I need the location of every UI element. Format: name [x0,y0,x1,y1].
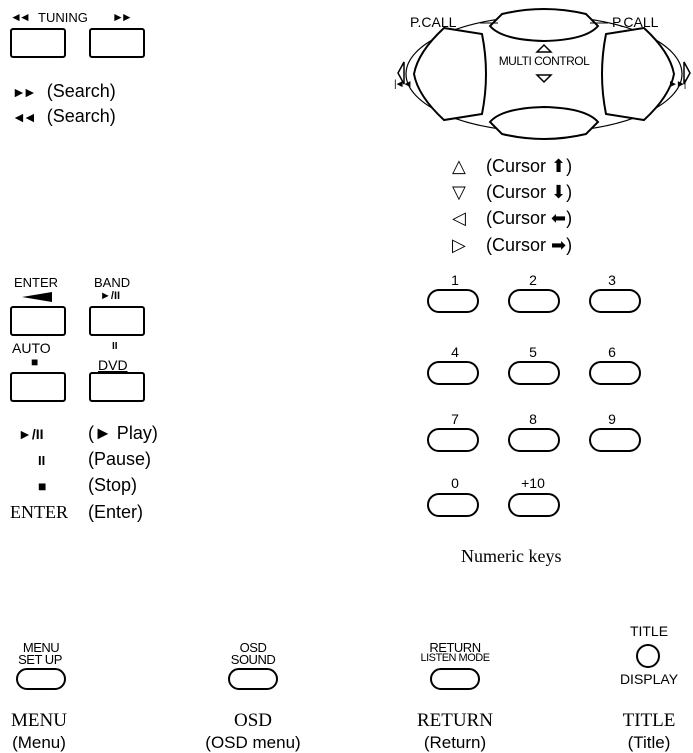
left-triangle-icon: ◁ [452,208,466,228]
tuning-label: TUNING [38,10,88,25]
sound-label: SOUND [230,652,276,667]
key-label: 2 [529,272,537,288]
numeric-key-7[interactable] [427,428,479,452]
osd-top-label: OSD [239,640,267,655]
legend-text: (Search) [46,81,116,101]
key-label: 5 [529,344,537,360]
band-button[interactable] [89,306,145,336]
skip-forward-icon: ►►| [668,79,686,90]
menu-button[interactable] [16,668,66,690]
numeric-key-4[interactable] [427,361,479,385]
outer-right-arrow-icon [683,61,691,85]
cursor-right-button[interactable] [601,26,676,122]
tuning-down-button[interactable] [10,28,66,58]
osd-caption: OSD (OSD menu) [205,710,301,752]
play-pause-icon: ►/II [100,290,121,302]
return-top-label: RETURN [429,640,481,655]
numeric-key-plus10[interactable] [508,493,560,517]
stop-icon: ■ [38,478,47,494]
pcall-left-label: P.CALL [410,14,457,30]
menu-caption: MENU (Menu) [11,710,67,752]
arrow-right-icon: ➡ [551,235,567,255]
outer-left-arrow-icon [397,61,405,85]
key-label: +10 [521,475,545,491]
numeric-keys-caption: Numeric keys [461,546,562,566]
title-top-label: TITLE [629,623,669,639]
rewind-icon: ◄◄ [10,10,31,24]
legend-cursor-down: ▽(Cursor ⬇) [452,182,573,202]
dvd-label: DVD [98,357,128,373]
title-caption: TITLE (Title) [622,710,676,752]
return-button[interactable] [430,668,480,690]
listen-mode-label: LISTEN MODE [420,652,490,664]
fast-forward-icon: ►► [12,84,37,100]
tuning-up-button[interactable] [89,28,145,58]
arrow-left-icon: ⬅ [551,208,567,228]
key-label: 0 [451,475,459,491]
multi-control-pad [397,8,691,140]
numeric-key-8[interactable] [508,428,560,452]
fast-forward-icon: ►► [112,10,133,24]
legend-text: (Search) [46,106,116,126]
key-label: 8 [529,411,537,427]
numeric-key-9[interactable] [589,428,641,452]
enter-button[interactable] [10,306,66,336]
right-triangle-icon: ▷ [452,235,466,255]
legend-cursor-left: ◁(Cursor ⬅) [452,208,573,228]
numeric-key-2[interactable] [508,289,560,313]
cursor-left-button[interactable] [412,26,487,122]
rewind-icon: ◄◄ [12,109,37,125]
legend-pause: II(Pause) [38,449,152,469]
enter-text: ENTER [10,502,68,522]
key-label: 4 [451,344,459,360]
enter-label: ENTER [14,275,59,290]
key-label: 9 [608,411,616,427]
setup-label: SET UP [18,652,62,667]
key-label: 3 [608,272,616,288]
pause-icon: II [38,453,46,468]
arrow-up-icon: ⬆ [551,156,567,176]
play-pause-icon: ►/II [18,426,44,442]
numeric-key-3[interactable] [589,289,641,313]
band-label: BAND [94,275,131,290]
menu-top-label: MENU [22,640,60,655]
multi-control-label: MULTI CONTROL [498,54,590,68]
title-button[interactable] [636,644,660,668]
display-label: DISPLAY [619,671,679,687]
auto-label: AUTO [12,340,51,356]
pcall-right-label: P.CALL [612,14,659,30]
legend-search-forward: ►► (Search) [12,82,116,100]
down-triangle-icon: ▽ [452,182,466,202]
key-label: 1 [451,272,459,288]
return-caption: RETURN (Return) [417,710,493,752]
legend-enter: ENTER(Enter) [10,502,144,522]
legend-play: ►/II(► Play) [18,423,158,443]
key-label: 6 [608,344,616,360]
cursor-up-button[interactable] [488,8,600,43]
dvd-button[interactable] [89,372,145,402]
legend-cursor-right: ▷(Cursor ➡) [452,235,573,255]
stop-icon: ■ [31,355,39,369]
pause-icon: II [112,341,118,352]
cursor-down-button[interactable] [488,105,600,140]
skip-back-icon: |◄◄ [394,79,412,90]
arrow-down-icon: ⬇ [551,182,567,202]
numeric-key-5[interactable] [508,361,560,385]
legend-stop: ■(Stop) [38,475,138,495]
legend-search-back: ◄◄ (Search) [12,107,116,125]
numeric-key-1[interactable] [427,289,479,313]
enter-arrow-icon [22,292,52,302]
center-down-arrow-icon [535,74,553,84]
osd-button[interactable] [228,668,278,690]
up-triangle-icon: △ [452,156,466,176]
key-label: 7 [451,411,459,427]
numeric-key-0[interactable] [427,493,479,517]
auto-button[interactable] [10,372,66,402]
center-up-arrow-icon [535,43,553,53]
numeric-key-6[interactable] [589,361,641,385]
legend-cursor-up: △(Cursor ⬆) [452,156,573,176]
